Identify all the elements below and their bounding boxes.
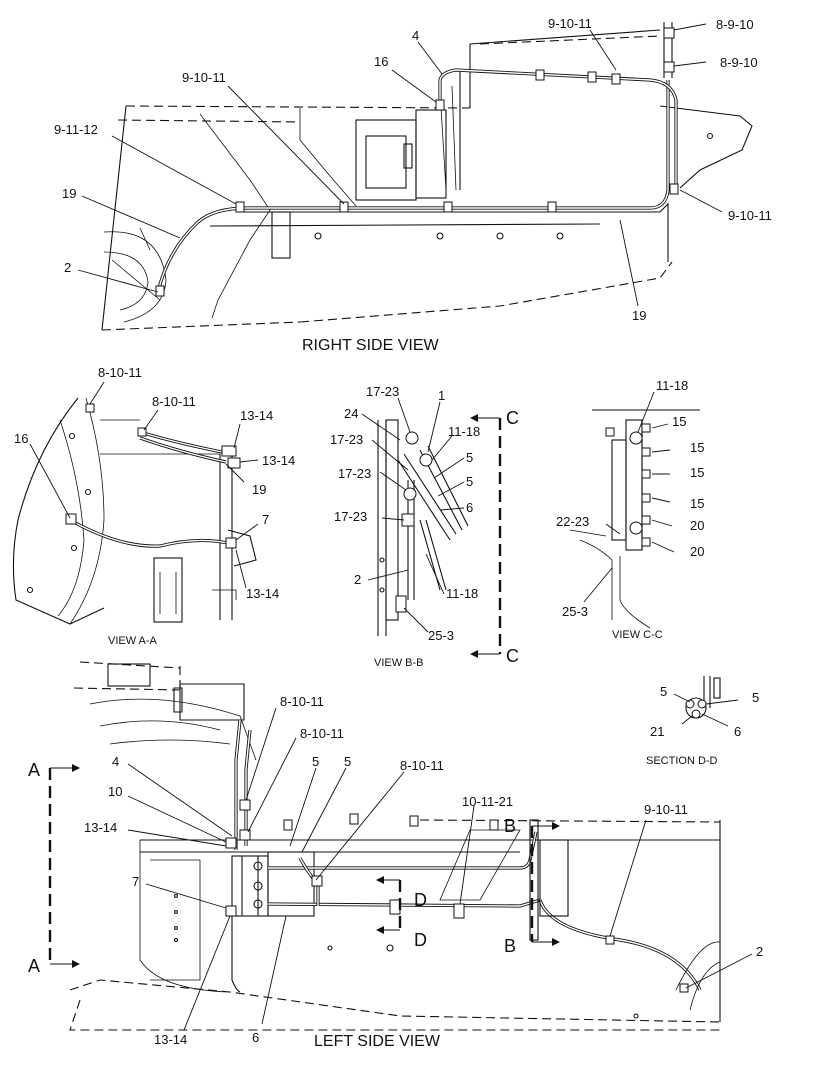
callout: 20 bbox=[690, 544, 704, 559]
left-side-view: 8-10-11 8-10-11 4 5 5 8-10-11 10 10-11-2… bbox=[28, 661, 763, 1050]
callout: 15 bbox=[690, 496, 704, 511]
callout: 11-18 bbox=[446, 586, 478, 601]
callout: 10-11-21 bbox=[462, 794, 513, 809]
callout: 13-14 bbox=[154, 1032, 187, 1047]
callout: 6 bbox=[734, 724, 741, 739]
callout: 10 bbox=[108, 784, 122, 799]
callout: 2 bbox=[354, 572, 361, 587]
section-d-d: 5 5 21 6 SECTION D-D bbox=[646, 676, 759, 767]
callout: 5 bbox=[752, 690, 759, 705]
callout: 8-10-11 bbox=[400, 758, 444, 773]
callout: 2 bbox=[756, 944, 763, 959]
callout: 15 bbox=[672, 414, 686, 429]
callout: 2 bbox=[64, 260, 71, 275]
callout: 19 bbox=[632, 308, 646, 323]
callout: 8-10-11 bbox=[98, 365, 142, 380]
callout: 9-11-12 bbox=[54, 122, 98, 137]
callout: 16 bbox=[14, 431, 28, 446]
callout: 9-10-11 bbox=[728, 208, 772, 223]
callout: 13-14 bbox=[246, 586, 279, 601]
section-letter-b: B bbox=[504, 816, 516, 836]
callout: 5 bbox=[344, 754, 351, 769]
callout: 8-10-11 bbox=[300, 726, 344, 741]
callout: 13-14 bbox=[262, 453, 295, 468]
callout: 13-14 bbox=[240, 408, 273, 423]
callout: 6 bbox=[466, 500, 473, 515]
callout: 16 bbox=[374, 54, 388, 69]
callout: 9-10-11 bbox=[548, 16, 592, 31]
callout: 1 bbox=[438, 388, 445, 403]
right-side-view: 9-10-11 8-9-10 4 8-9-10 16 9-10-11 9-11-… bbox=[54, 16, 772, 354]
view-c-c: 11-18 15 15 15 15 22-23 20 20 25-3 VIEW … bbox=[556, 378, 704, 641]
callout: 11-18 bbox=[448, 424, 480, 439]
callout: 17-23 bbox=[366, 384, 399, 399]
callout: 7 bbox=[262, 512, 269, 527]
view-title: SECTION D-D bbox=[646, 755, 718, 767]
callout: 8-10-11 bbox=[152, 394, 196, 409]
view-b-b: 17-23 1 24 11-18 17-23 5 17-23 5 6 17-23… bbox=[330, 384, 519, 669]
callout: 19 bbox=[252, 482, 266, 497]
callout: 4 bbox=[112, 754, 119, 769]
callout: 4 bbox=[412, 28, 419, 43]
view-a-a: 8-10-11 8-10-11 16 13-14 13-14 19 7 13-1… bbox=[12, 365, 295, 647]
callout: 22-23 bbox=[556, 514, 589, 529]
callout: 9-10-11 bbox=[644, 802, 688, 817]
section-letter-c: C bbox=[506, 408, 519, 428]
callout: 8-9-10 bbox=[716, 17, 754, 32]
callout: 17-23 bbox=[330, 432, 363, 447]
callout: 5 bbox=[466, 450, 473, 465]
view-title: LEFT SIDE VIEW bbox=[314, 1033, 441, 1050]
callout: 24 bbox=[344, 406, 358, 421]
callout: 13-14 bbox=[84, 820, 117, 835]
callout: 6 bbox=[252, 1030, 259, 1045]
callout: 5 bbox=[660, 684, 667, 699]
callout: 15 bbox=[690, 465, 704, 480]
section-letter-a: A bbox=[28, 760, 40, 780]
callout: 25-3 bbox=[428, 628, 454, 643]
section-letter-b: B bbox=[504, 936, 516, 956]
view-title: VIEW C-C bbox=[612, 629, 663, 641]
callout: 8-10-11 bbox=[280, 694, 324, 709]
callout: 21 bbox=[650, 724, 664, 739]
callout: 15 bbox=[690, 440, 704, 455]
view-title: VIEW B-B bbox=[374, 657, 424, 669]
view-title: RIGHT SIDE VIEW bbox=[302, 337, 440, 354]
callout: 19 bbox=[62, 186, 76, 201]
callout: 25-3 bbox=[562, 604, 588, 619]
view-title: VIEW A-A bbox=[108, 635, 158, 647]
callout: 5 bbox=[312, 754, 319, 769]
section-letter-d: D bbox=[414, 930, 427, 950]
callout: 7 bbox=[132, 874, 139, 889]
callout: 17-23 bbox=[334, 509, 367, 524]
section-letter-a: A bbox=[28, 956, 40, 976]
section-letter-d: D bbox=[414, 890, 427, 910]
callout: 9-10-11 bbox=[182, 70, 226, 85]
section-letter-c: C bbox=[506, 646, 519, 666]
callout: 8-9-10 bbox=[720, 55, 758, 70]
callout: 20 bbox=[690, 518, 704, 533]
callout: 17-23 bbox=[338, 466, 371, 481]
callout: 5 bbox=[466, 474, 473, 489]
callout: 11-18 bbox=[656, 378, 688, 393]
